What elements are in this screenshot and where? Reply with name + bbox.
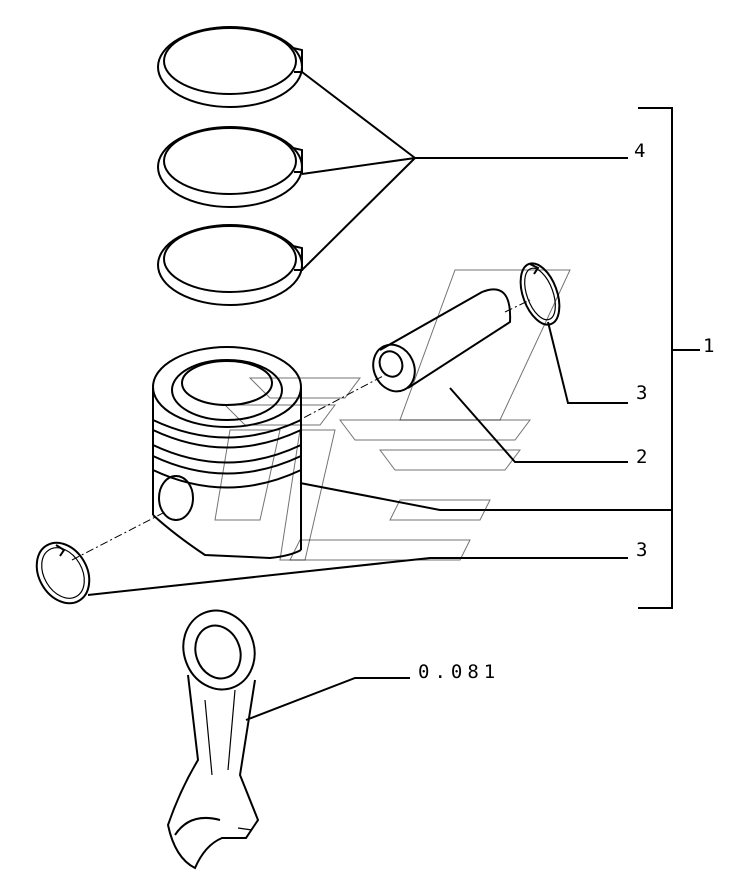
watermark-logo bbox=[214, 269, 571, 561]
piston bbox=[152, 346, 302, 560]
callout-reference-number: 0.081 bbox=[418, 661, 501, 683]
centerline-lower bbox=[71, 511, 166, 561]
piston-ring-top bbox=[157, 26, 303, 108]
centerline-pin bbox=[289, 374, 386, 426]
callout-label-3-lower: 3 bbox=[636, 539, 648, 561]
piston-pin bbox=[372, 288, 512, 393]
callout-label-3-upper: 3 bbox=[636, 382, 648, 404]
centerline-upper bbox=[504, 299, 531, 313]
callout-label-4: 4 bbox=[634, 140, 646, 162]
piston-ring-bottom bbox=[157, 224, 303, 306]
piston-ring-middle bbox=[157, 126, 303, 208]
callout-label-1: 1 bbox=[703, 335, 715, 357]
leader-lines bbox=[87, 71, 672, 721]
assembly-bracket bbox=[638, 107, 673, 609]
connecting-rod bbox=[166, 609, 260, 870]
callout-label-2: 2 bbox=[636, 446, 648, 468]
circlip-upper bbox=[519, 262, 561, 326]
circlip-lower bbox=[35, 541, 91, 605]
